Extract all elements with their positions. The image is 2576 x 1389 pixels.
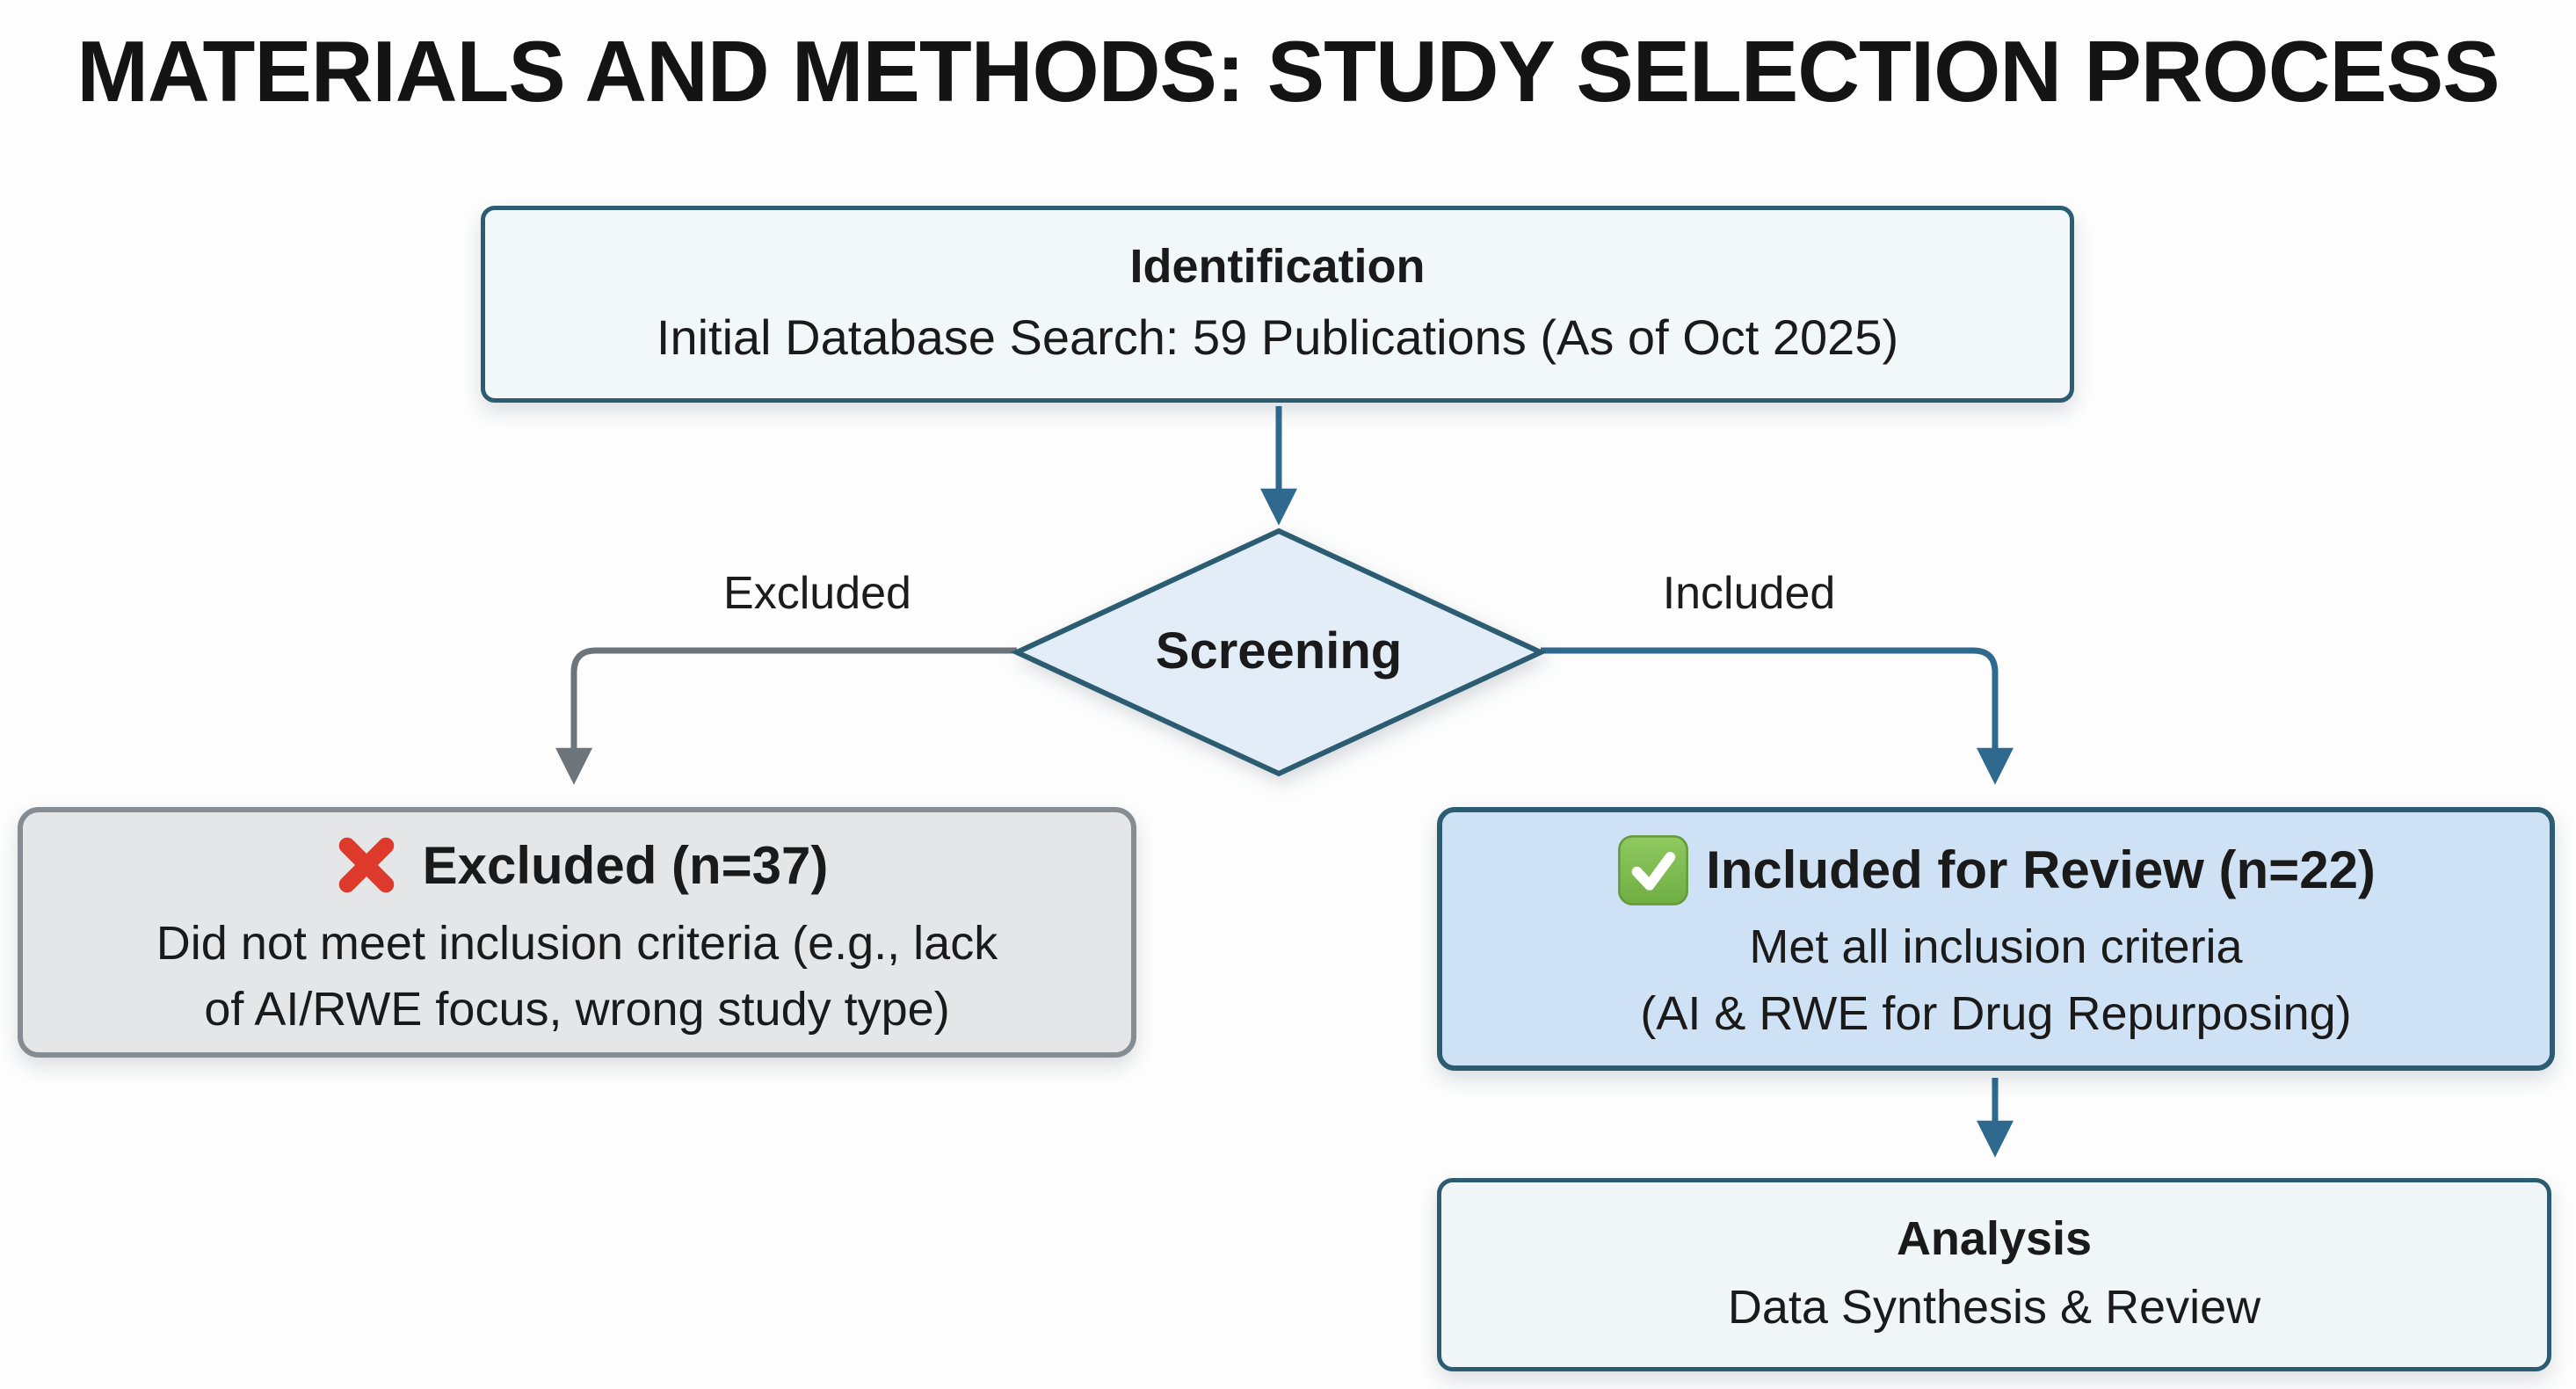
excluded-line-1: Did not meet inclusion criteria (e.g., l… [156, 917, 998, 971]
branch-label-excluded: Excluded [723, 568, 911, 619]
excluded-line-2: of AI/RWE focus, wrong study type) [204, 982, 950, 1036]
identification-box: Identification Initial Database Search: … [481, 206, 2074, 403]
excluded-heading: Excluded (n=37) [422, 835, 829, 895]
page-title: MATERIALS AND METHODS: STUDY SELECTION P… [76, 23, 2500, 120]
analysis-heading: Analysis [1896, 1211, 2093, 1265]
analysis-box: Analysis Data Synthesis & Review [1437, 1178, 2551, 1371]
included-box: Included for Review (n=22) Met all inclu… [1437, 807, 2555, 1071]
identification-body: Initial Database Search: 59 Publications… [656, 309, 1899, 365]
red-cross-icon [326, 825, 407, 905]
excluded-heading-row: Excluded (n=37) [326, 825, 829, 905]
included-heading: Included for Review (n=22) [1706, 840, 2376, 900]
arrow-screening-to-excluded [555, 647, 1017, 785]
included-heading-row: Included for Review (n=22) [1616, 833, 2376, 907]
branch-label-included: Included [1662, 568, 1836, 619]
included-line-1: Met all inclusion criteria [1749, 920, 2243, 973]
analysis-body: Data Synthesis & Review [1727, 1280, 2261, 1334]
arrow-screening-to-included [1541, 647, 2014, 785]
identification-heading: Identification [1129, 239, 1426, 293]
screening-label: Screening [1155, 622, 1403, 680]
green-check-icon [1616, 833, 1690, 907]
included-line-2: (AI & RWE for Drug Repurposing) [1640, 987, 2352, 1040]
excluded-box: Excluded (n=37) Did not meet inclusion c… [18, 807, 1136, 1058]
